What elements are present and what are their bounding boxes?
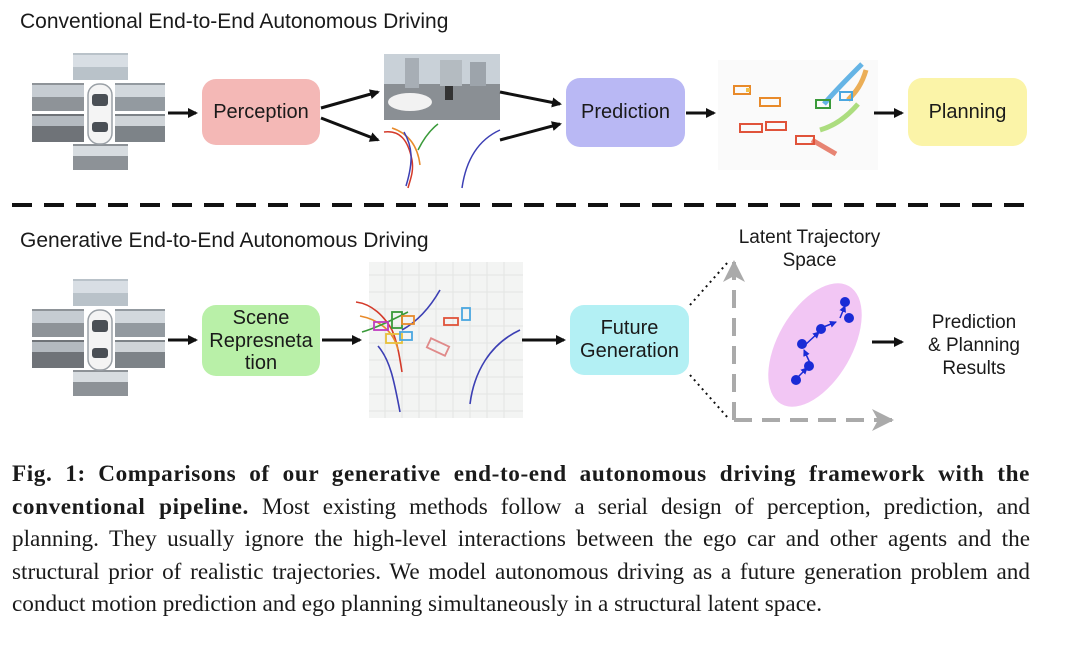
scene-label-line2: Represnetation bbox=[209, 330, 313, 374]
arrow-perception-to-map bbox=[320, 116, 380, 142]
perception-box: Perception bbox=[202, 79, 320, 145]
future-label-line2: Generation bbox=[580, 340, 679, 362]
scene-representation-box: Scene Represnetation bbox=[202, 305, 320, 376]
perception-label: Perception bbox=[213, 100, 309, 123]
caption-body-text: Most existing methods follow a serial de… bbox=[12, 493, 1030, 618]
caption-label: Fig. 1: bbox=[12, 461, 86, 487]
latent-space-label: Latent Trajectory Space bbox=[722, 226, 897, 272]
prediction-label: Prediction bbox=[581, 101, 670, 123]
latent-points bbox=[791, 297, 854, 385]
perception-camera-image bbox=[384, 54, 500, 120]
latent-label-line1: Latent Trajectory bbox=[738, 227, 881, 248]
arrow-image-to-prediction bbox=[499, 90, 562, 108]
planning-label: Planning bbox=[928, 100, 1007, 123]
camera-grid-conventional bbox=[32, 53, 165, 170]
scene-label-line1: Scene bbox=[232, 307, 290, 329]
arrow-perception-to-image bbox=[320, 89, 380, 110]
figure-caption: Fig. 1: Comparisons of our generative en… bbox=[12, 458, 1030, 621]
scene-bev-map bbox=[355, 262, 523, 418]
results-label-line3: Results bbox=[942, 358, 1006, 379]
conventional-section-title: Conventional End-to-End Autonomous Drivi… bbox=[20, 10, 449, 33]
caption-bold-text: Comparisons of our generative end-to-end… bbox=[12, 461, 1031, 520]
future-generation-box: Future Generation bbox=[570, 305, 689, 375]
planning-box: Planning bbox=[908, 78, 1027, 146]
latent-label-line2: Space bbox=[782, 250, 837, 271]
latent-distribution-ellipse bbox=[768, 283, 862, 407]
results-label-line1: Prediction bbox=[931, 312, 1017, 333]
arrow-map-to-prediction bbox=[499, 121, 562, 142]
diagram-canvas bbox=[12, 53, 1030, 431]
results-label-line2: & Planning bbox=[928, 335, 1020, 356]
results-label: Prediction & Planning Results bbox=[910, 311, 1038, 380]
perception-map-sketch bbox=[383, 123, 501, 189]
future-label-line1: Future bbox=[600, 317, 659, 339]
prediction-box: Prediction bbox=[566, 78, 685, 147]
projection-line-bottom bbox=[689, 374, 729, 419]
camera-grid-generative bbox=[32, 279, 165, 396]
generative-section-title: Generative End-to-End Autonomous Driving bbox=[20, 229, 429, 252]
predicted-trajectories-sketch bbox=[718, 60, 878, 170]
